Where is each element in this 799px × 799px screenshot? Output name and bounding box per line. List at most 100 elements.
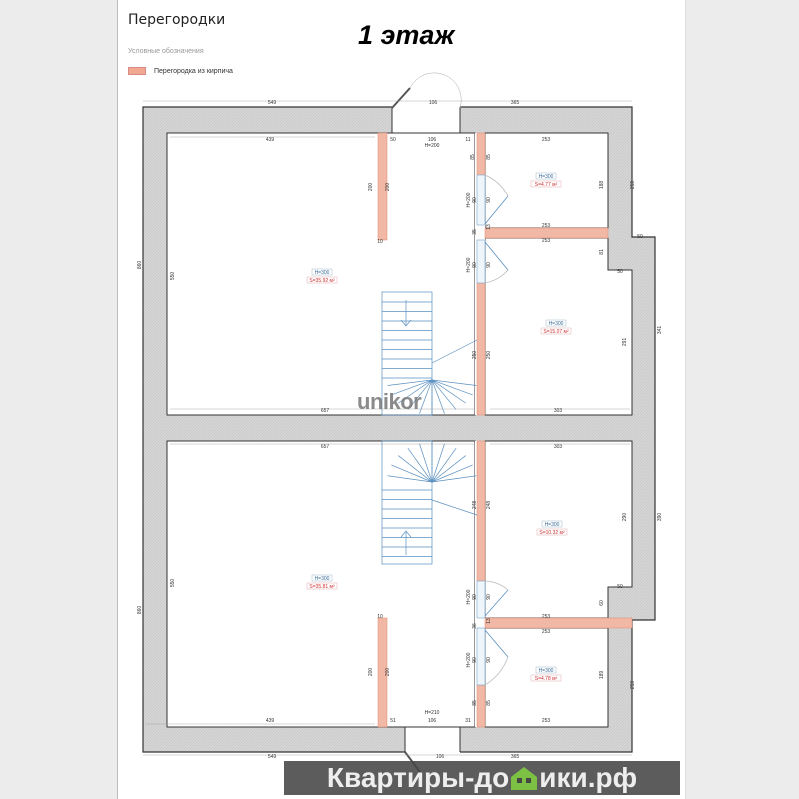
- room-height: H=300: [549, 321, 564, 327]
- room-area: S=4.77 м²: [535, 182, 558, 188]
- dimension-label: 439: [266, 718, 275, 724]
- dimension-label: 253: [542, 238, 551, 244]
- dimension-label: 303: [554, 408, 563, 414]
- dimension-label: 36: [472, 623, 478, 629]
- dimension-label: 35: [472, 229, 478, 235]
- dimension-label: 90: [472, 657, 478, 663]
- dimension-label: 657: [321, 444, 330, 450]
- dimension-label: 106: [436, 754, 445, 760]
- site-suffix: ики.рф: [539, 762, 638, 793]
- dimension-label: 85: [486, 700, 492, 706]
- dimension-label: 85: [470, 154, 476, 160]
- dimension-label: 50: [390, 137, 396, 143]
- room-height: H=300: [539, 174, 554, 180]
- entrance-top: [392, 106, 460, 134]
- dimension-label: H=200: [466, 192, 472, 207]
- dimension-label: 291: [622, 338, 628, 347]
- drawing-title: Перегородки: [128, 12, 226, 28]
- dimension-label: 253: [542, 614, 551, 620]
- room-area: S=35.81 м²: [309, 584, 335, 590]
- dimension-label: 549: [268, 100, 277, 106]
- door-openings: [476, 174, 486, 686]
- dimension-label: H=200: [466, 257, 472, 272]
- dimension-label: 90: [486, 262, 492, 268]
- stair-flight-bottom: [381, 440, 433, 565]
- dimension-label: 31: [465, 718, 471, 724]
- dimension-label: 365: [511, 100, 520, 106]
- dimension-label: 253: [542, 629, 551, 635]
- dimension-label: 303: [554, 444, 563, 450]
- house-logo-icon: [511, 767, 538, 790]
- dimension-label: 250: [472, 351, 478, 360]
- room-area: S=10.32 м²: [539, 530, 565, 536]
- entrance-bottom: [405, 726, 460, 753]
- dimension-label: 860: [137, 261, 143, 270]
- dimension-label: 85: [486, 154, 492, 160]
- room-area: S=15.07 м²: [543, 329, 569, 335]
- dimension-label: 860: [137, 606, 143, 615]
- dimension-label: 60: [599, 600, 605, 606]
- dimension-label: 11: [465, 137, 470, 143]
- dimension-label: 85: [472, 700, 478, 706]
- dimension-label: 81: [599, 249, 605, 255]
- dimension-label: 106: [428, 137, 437, 143]
- room-area: S=4.78 м²: [535, 676, 558, 682]
- dimension-label: 549: [268, 754, 277, 760]
- room-small-top: [484, 132, 609, 229]
- dimension-label: 550: [170, 579, 176, 588]
- dimension-label: 259: [630, 181, 636, 190]
- dimension-label: 200: [368, 668, 374, 677]
- dimension-label: 50: [637, 234, 643, 240]
- dimension-label: 106: [429, 100, 438, 106]
- dimension-label: 106: [428, 718, 437, 724]
- dimension-label: 550: [170, 272, 176, 281]
- room-height: H=300: [545, 522, 560, 528]
- dimension-label: H=200: [466, 652, 472, 667]
- dimension-label: 90: [486, 594, 492, 600]
- dimension-label: 13: [486, 618, 492, 624]
- dimension-label: 90: [486, 657, 492, 663]
- legend-heading: Условные обозначения: [128, 48, 204, 55]
- door-swings: [484, 174, 509, 686]
- dimension-label: 51: [390, 718, 396, 724]
- stair-flight-top: [381, 291, 433, 416]
- dimension-label: 50: [617, 269, 623, 275]
- site-prefix: Квартиры-до: [326, 762, 510, 793]
- legend-label: Перегородка из кирпича: [154, 67, 233, 75]
- dimension-label: 10: [377, 614, 383, 620]
- legend-item: Перегородка из кирпича: [128, 67, 233, 75]
- dimension-label: 90: [472, 262, 478, 268]
- dimension-label: 90: [486, 197, 492, 203]
- dimension-label: 365: [511, 754, 520, 760]
- dimension-label: 90: [472, 197, 478, 203]
- dimension-label: 253: [542, 137, 551, 143]
- brick-partition-swatch: [128, 67, 146, 75]
- dimension-label: 390: [657, 513, 663, 522]
- dimension-label: 290: [622, 513, 628, 522]
- dimension-label: 10: [377, 239, 383, 245]
- dimension-label: 250: [486, 351, 492, 360]
- dimension-label: H=200: [466, 589, 472, 604]
- dimension-label: 200: [385, 183, 391, 192]
- unikor-watermark: unikor: [357, 389, 422, 414]
- dimension-label: 200: [385, 668, 391, 677]
- door-leaf-top: [391, 87, 411, 109]
- site-watermark-banner: Квартиры-до ики.рф: [284, 761, 680, 795]
- dimension-label: H=210: [425, 710, 440, 716]
- dimension-label: 253: [542, 718, 551, 724]
- dimension-label: 200: [368, 183, 374, 192]
- dimension-label: 90: [472, 594, 478, 600]
- room-height: H=300: [315, 576, 330, 582]
- room-height: H=300: [315, 270, 330, 276]
- dimension-label: 13: [486, 224, 492, 230]
- dimension-label: 657: [321, 408, 330, 414]
- dimension-label: 189: [599, 671, 605, 680]
- brick-partitions: [377, 132, 633, 728]
- dimension-label: H=200: [425, 143, 440, 149]
- dimension-label: 50: [617, 584, 623, 590]
- dimension-label: 439: [266, 137, 275, 143]
- room-area: S=35.92 м²: [309, 278, 335, 284]
- room-height: H=300: [539, 668, 554, 674]
- staircase: [381, 291, 478, 565]
